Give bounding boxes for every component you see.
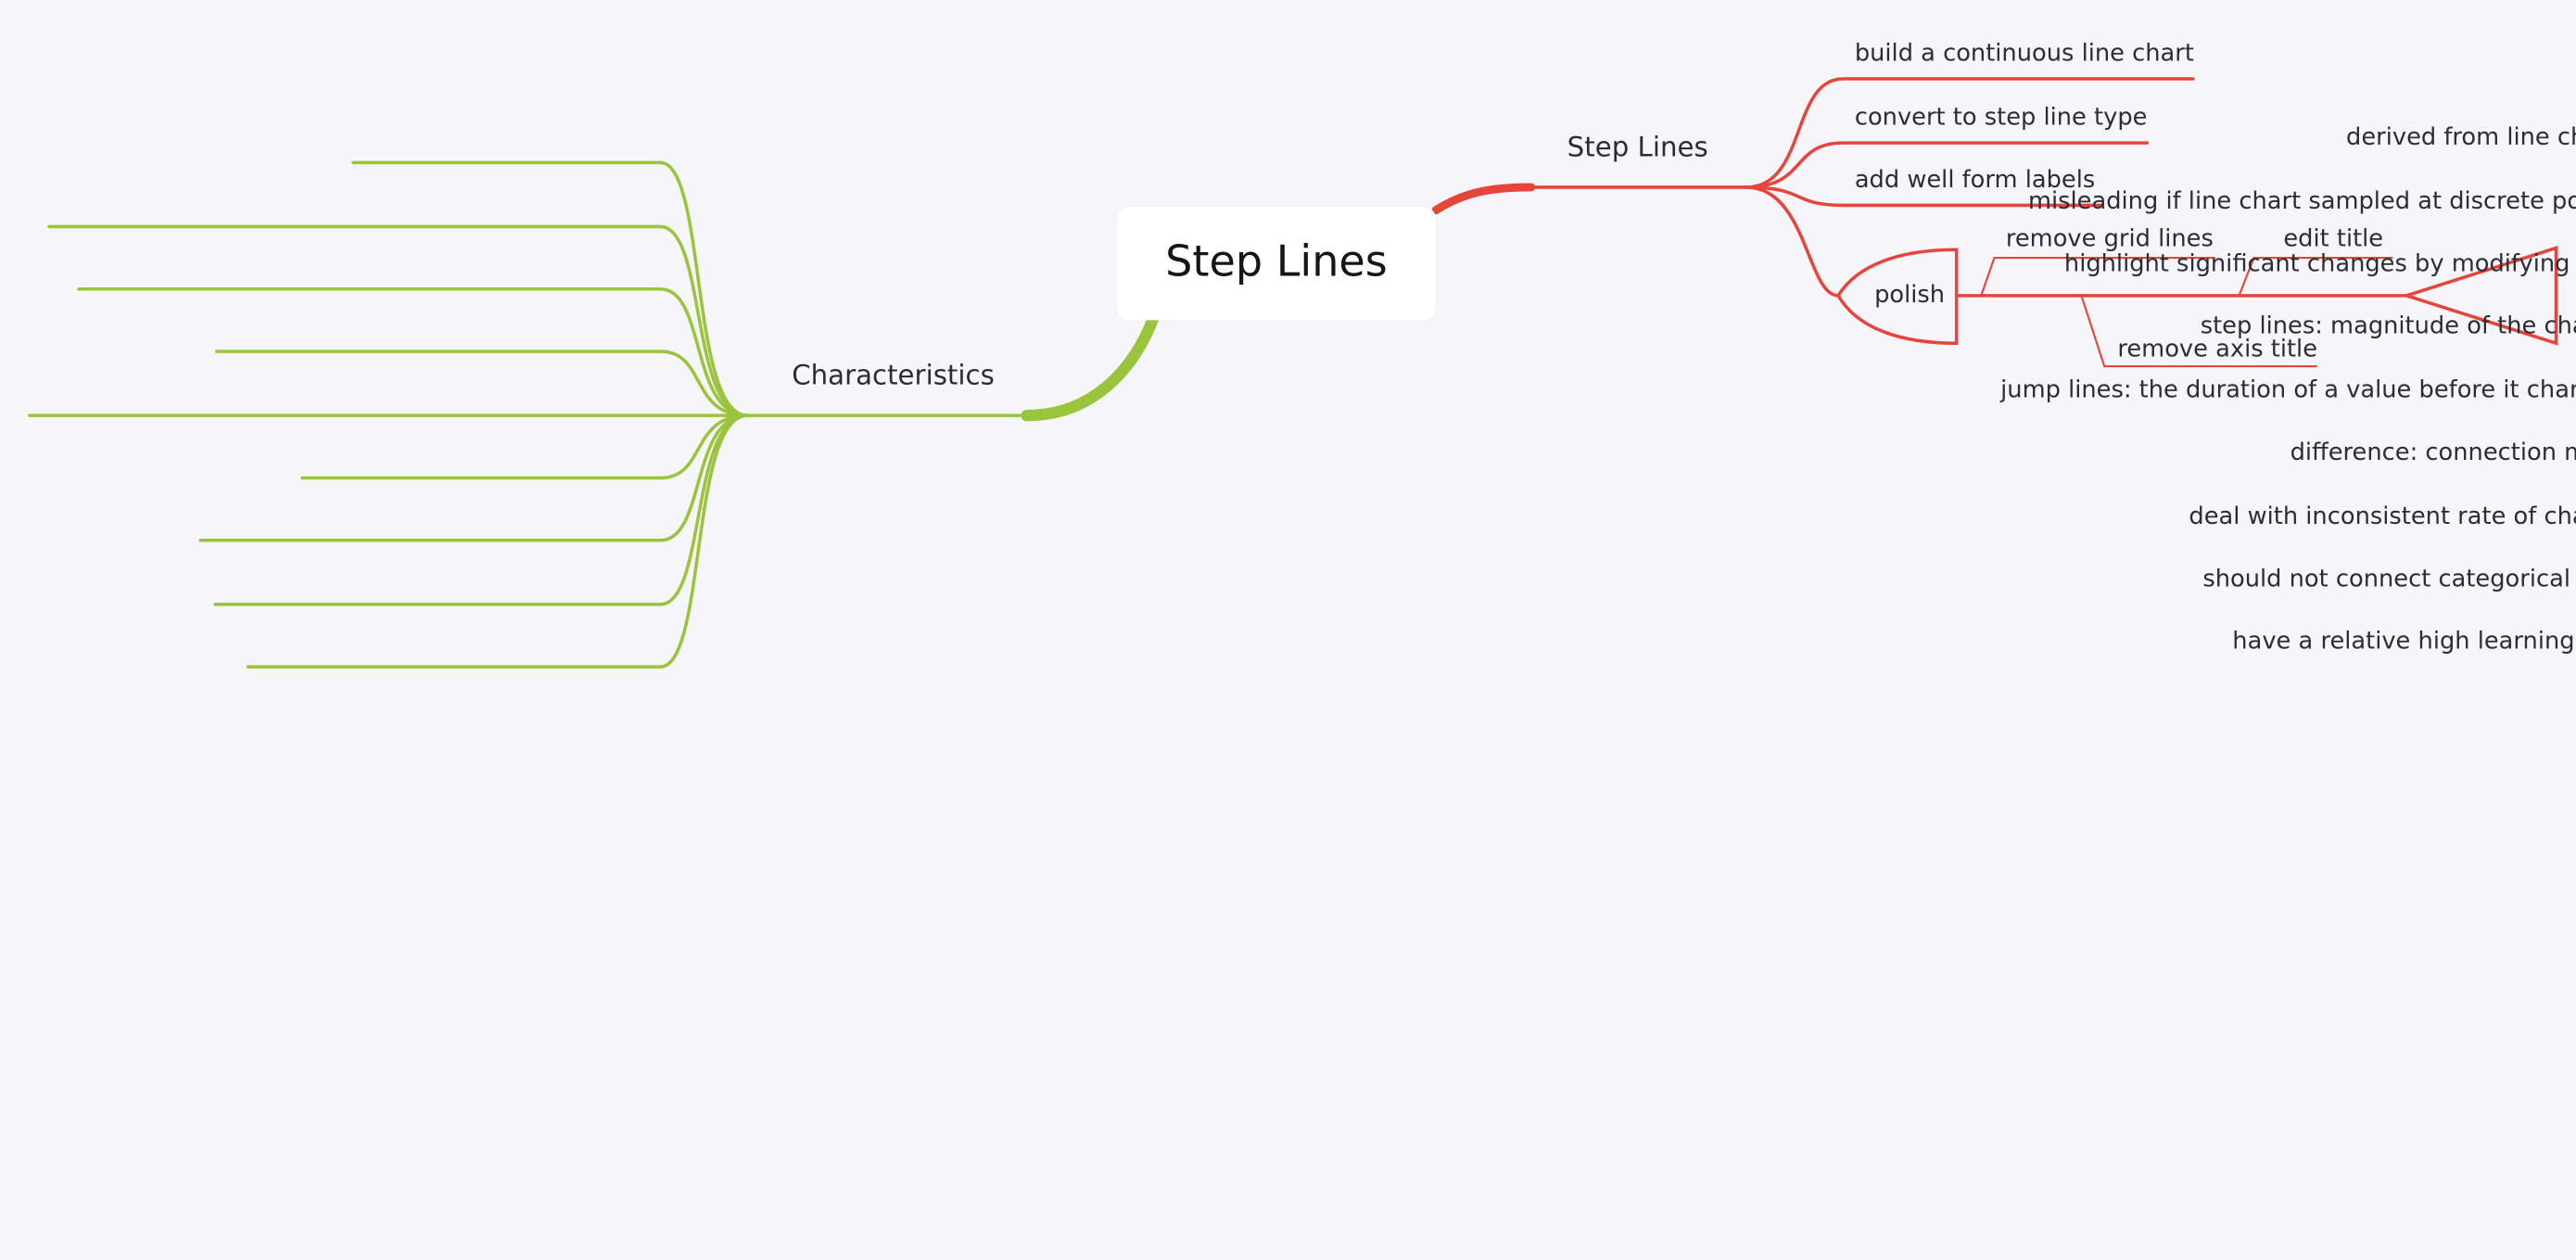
characteristic-item[interactable]: step lines: magnitude of the change [2200,313,2576,340]
characteristic-item[interactable]: misleading if line chart sampled at disc… [2027,188,2576,216]
connector-lines [28,77,2558,668]
steplines-item[interactable]: add well form labels [1854,167,2096,195]
polish-item[interactable]: remove grid lines [2005,226,2214,253]
polish-item[interactable]: edit title [2283,226,2384,253]
characteristic-item[interactable]: difference: connection mode [2290,439,2576,467]
root-title: Step Lines [1165,237,1388,287]
polish-item[interactable]: remove axis title [2117,337,2318,363]
steplines-child-connectors [1745,77,2558,346]
characteristic-item[interactable]: jump lines: the duration of a value befo… [2000,377,2576,404]
steplines-node[interactable]: Step Lines [1567,131,1708,163]
root-to-steplines-connector [1431,183,1536,215]
characteristics-child-connectors [28,160,750,668]
polish-node[interactable]: polish [1874,282,1946,310]
root-to-characteristics-connector [1021,312,1160,422]
root-node[interactable] [1117,207,1436,321]
characteristic-item[interactable]: have a relative high learning cost [2232,629,2576,655]
end-triangle-shape [2401,246,2558,346]
characteristic-item[interactable]: deal with inconsistent rate of change [2189,503,2576,531]
steplines-item[interactable]: convert to step line type [1854,105,2148,132]
steplines-item[interactable]: build a continuous line chart [1854,41,2194,68]
characteristic-item[interactable]: should not connect categorical data [2202,566,2576,593]
characteristics-node[interactable]: Characteristics [792,359,995,391]
characteristic-item[interactable]: highlight significant changes by modifyi… [2063,251,2576,278]
polish-child-connectors [1980,257,2393,368]
